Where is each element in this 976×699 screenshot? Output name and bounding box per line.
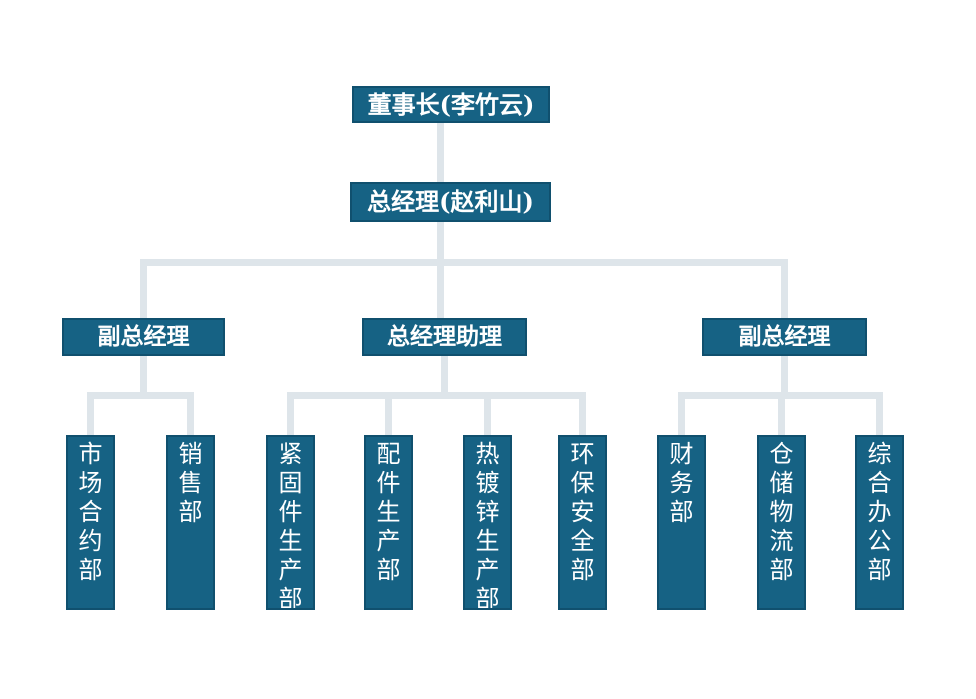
connector-stem-branch-right (781, 356, 788, 392)
connector-bar-branch-right (678, 392, 883, 399)
connector-gm-stem (437, 222, 444, 259)
general-office-dept-box: 综合办公部 (855, 435, 904, 610)
deputy-gm-left-box: 副总经理 (62, 318, 225, 356)
deputy-gm-right-box: 副总经理 (702, 318, 867, 356)
warehouse-logistics-dept-box: 仓储物流部 (757, 435, 806, 610)
environmental-safety-dept-box: 环保安全部 (558, 435, 607, 610)
connector-drop-deputy-left (140, 266, 147, 318)
connector-drop-fastener (287, 399, 294, 435)
gm-assistant-box: 总经理助理 (362, 318, 527, 356)
connector-drop-office (876, 399, 883, 435)
connector-drop-parts (385, 399, 392, 435)
connector-level3-bar (140, 259, 788, 266)
market-contract-dept-box: 市场合约部 (66, 435, 115, 610)
general-manager-box: 总经理(赵利山) (350, 182, 551, 222)
connector-drop-warehouse (778, 399, 785, 435)
connector-drop-environment (579, 399, 586, 435)
connector-chairman-to-gm (437, 123, 444, 182)
connector-drop-finance (678, 399, 685, 435)
connector-drop-galvanizing (484, 399, 491, 435)
connector-bar-branch-left (87, 392, 194, 399)
sales-dept-box: 销售部 (166, 435, 215, 610)
parts-production-dept-box: 配件生产部 (364, 435, 413, 610)
connector-drop-sales (187, 399, 194, 435)
connector-drop-gm-assistant (437, 266, 444, 318)
connector-drop-deputy-right (781, 266, 788, 318)
galvanizing-production-dept-box: 热镀锌生产部 (463, 435, 512, 610)
connector-stem-branch-left (140, 356, 147, 392)
connector-bar-branch-middle (287, 392, 586, 399)
chairman-box: 董事长(李竹云) (352, 86, 550, 123)
fastener-production-dept-box: 紧固件生产部 (266, 435, 315, 610)
finance-dept-box: 财务部 (657, 435, 706, 610)
connector-drop-market-contract (87, 399, 94, 435)
connector-stem-branch-middle (441, 356, 448, 392)
